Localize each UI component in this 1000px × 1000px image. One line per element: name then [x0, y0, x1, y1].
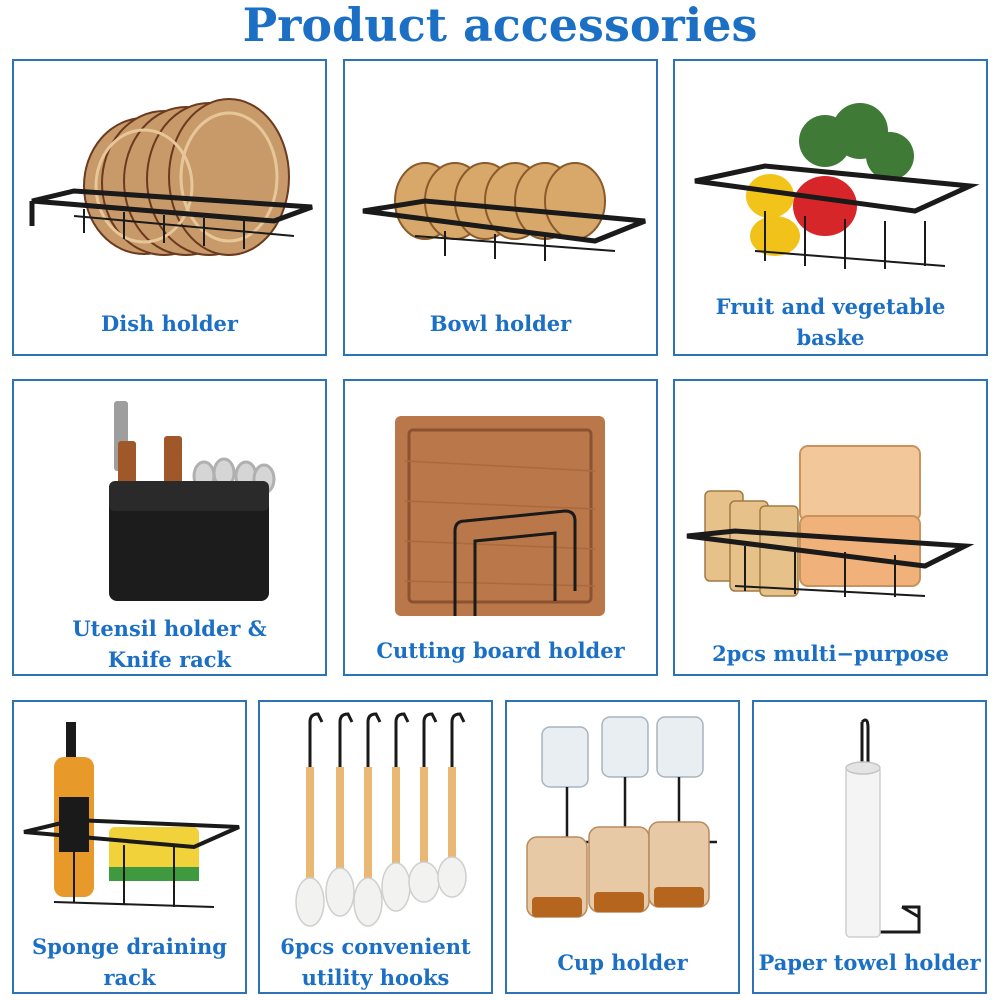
card-dish-holder: Dish holder [12, 59, 327, 356]
card-storage-basket: 2pcs multi−purpose basket [673, 379, 988, 676]
card-bowl-holder: Bowl holder [343, 59, 658, 356]
label-fruit-basket: Fruit and vegetable baske [715, 294, 946, 350]
label-storage-basket: 2pcs multi−purpose basket [712, 641, 949, 674]
card-cutting-board: Cutting board holder [343, 379, 658, 676]
utensil-holder-icon [109, 401, 276, 601]
cup-holder-icon [526, 716, 717, 918]
card-fruit-basket: Fruit and vegetable baske [673, 59, 988, 356]
label-paper-towel-holder: Paper towel holder [758, 950, 981, 975]
label-utility-hooks: 6pcs convenient utility hooks [280, 934, 471, 990]
label-sponge-rack: Sponge draining rack [31, 934, 227, 990]
bowl-rack-icon [362, 162, 646, 261]
card-paper-towel-holder: Paper towel holder [752, 700, 987, 994]
card-utility-hooks: 6pcs convenient utility hooks [258, 700, 493, 994]
page-title: Product accessories [242, 0, 758, 52]
card-utensil-holder: Utensil holder & Knife rack [12, 379, 327, 676]
label-cutting-board: Cutting board holder [376, 638, 625, 663]
storage-basket-icon [686, 445, 975, 597]
card-sponge-rack: Sponge draining rack [12, 700, 247, 994]
cutting-board-icon [395, 416, 605, 616]
paper-towel-holder-icon [845, 718, 921, 938]
label-bowl-holder: Bowl holder [429, 311, 572, 336]
card-cup-holder: Cup holder [505, 700, 740, 994]
fruit-basket-icon [694, 103, 980, 269]
label-cup-holder: Cup holder [557, 950, 688, 975]
sponge-rack-icon [23, 722, 240, 908]
utility-hooks-icon [295, 712, 467, 927]
dish-rack-icon [29, 98, 313, 256]
label-dish-holder: Dish holder [101, 311, 238, 336]
label-utensil-holder: Utensil holder & Knife rack [72, 616, 267, 672]
